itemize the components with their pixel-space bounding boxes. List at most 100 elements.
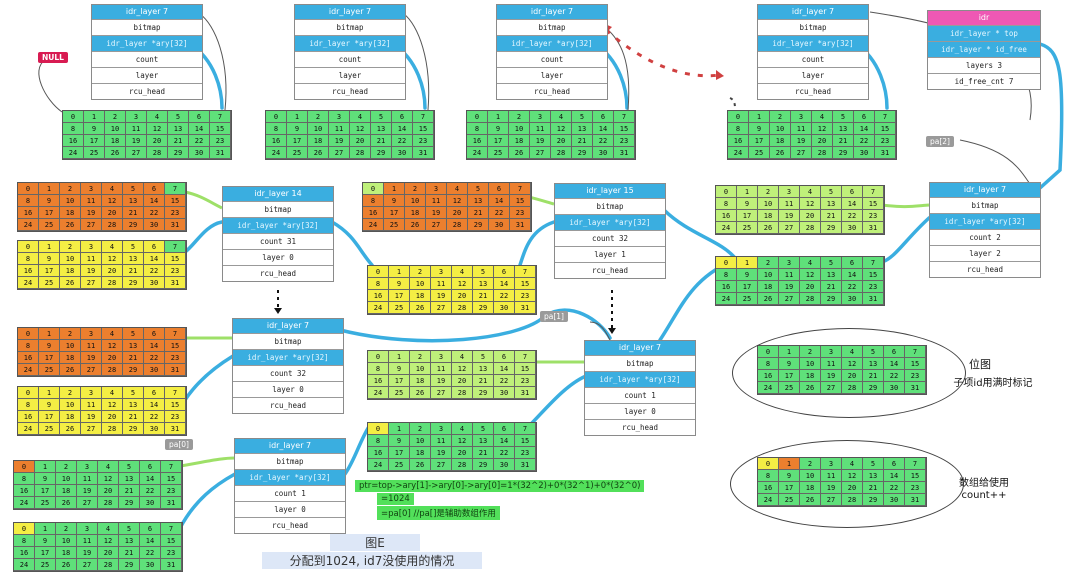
node-field: rcu_head bbox=[295, 83, 405, 99]
bitmap-cell: 26 bbox=[770, 147, 791, 159]
bitmap-cell: 11 bbox=[431, 363, 452, 375]
bitmap-cell: 24 bbox=[716, 293, 737, 305]
bitmap-cell: 31 bbox=[413, 147, 434, 159]
bitmap-cell: 27 bbox=[81, 219, 102, 231]
bitmap-cell: 4 bbox=[102, 183, 123, 195]
bitmap-cell: 2 bbox=[60, 328, 81, 340]
bitmap-cell: 27 bbox=[779, 222, 800, 234]
bitmap-cell: 0 bbox=[716, 257, 737, 269]
bitmap-cell: 0 bbox=[467, 111, 488, 123]
bitmap-cell: 9 bbox=[39, 195, 60, 207]
ary-link bbox=[528, 374, 588, 427]
bitmap-cell: 19 bbox=[77, 547, 98, 559]
bitmap-cell: 29 bbox=[833, 147, 854, 159]
bitmap-cell: 20 bbox=[800, 210, 821, 222]
bitmap-cell: 12 bbox=[102, 253, 123, 265]
node-header: idr_layer 7 bbox=[235, 439, 345, 453]
bitmap-cell: 21 bbox=[119, 547, 140, 559]
node-header: idr_layer 7 bbox=[233, 319, 343, 333]
bitmap-cell: 7 bbox=[165, 183, 186, 195]
node-field: count bbox=[92, 51, 202, 67]
bitmap-cell: 27 bbox=[329, 147, 350, 159]
bitmap-cell: 22 bbox=[489, 207, 510, 219]
bitmap-cell: 12 bbox=[447, 195, 468, 207]
bitmap-cell: 24 bbox=[14, 497, 35, 509]
bitmap-cell: 22 bbox=[144, 352, 165, 364]
bitmap-cell: 29 bbox=[123, 364, 144, 376]
bitmap-cell: 27 bbox=[426, 219, 447, 231]
bitmap-cell: 6 bbox=[854, 111, 875, 123]
bitmap-cell: 29 bbox=[473, 459, 494, 471]
legend-bitmap-ellipse bbox=[732, 328, 966, 418]
node-field: layer 0 bbox=[223, 249, 333, 265]
bitmap-cell: 28 bbox=[102, 364, 123, 376]
node-field: count 1 bbox=[585, 387, 695, 403]
bitmap-cell: 0 bbox=[363, 183, 384, 195]
bitmap-cell: 3 bbox=[81, 328, 102, 340]
bitmap-cell: 29 bbox=[119, 559, 140, 571]
bitmap-cell: 17 bbox=[749, 135, 770, 147]
bitmap-cell: 31 bbox=[165, 219, 186, 231]
bitmap-cell: 5 bbox=[123, 387, 144, 399]
bitmap-cell: 17 bbox=[737, 210, 758, 222]
bitmap-cell: 13 bbox=[468, 195, 489, 207]
ary-link bbox=[183, 354, 235, 402]
bitmap-cell: 12 bbox=[452, 363, 473, 375]
bitmap-cell: 11 bbox=[329, 123, 350, 135]
bitmap-cell: 17 bbox=[39, 207, 60, 219]
bitmap-cell: 18 bbox=[758, 210, 779, 222]
bitmap-cell: 2 bbox=[60, 241, 81, 253]
bitmap-cell: 2 bbox=[758, 257, 779, 269]
bitmap-cell: 8 bbox=[18, 253, 39, 265]
bitmap-cell: 15 bbox=[161, 535, 182, 547]
bitmap-cell: 0 bbox=[368, 266, 389, 278]
bitmap-cell: 18 bbox=[410, 447, 431, 459]
bitmap-cell: 5 bbox=[821, 186, 842, 198]
bitmap-cell: 22 bbox=[189, 135, 210, 147]
node-field: rcu_head bbox=[585, 419, 695, 435]
bitmap-cell: 19 bbox=[81, 352, 102, 364]
bitmap-cell: 2 bbox=[509, 111, 530, 123]
bitmap-cell: 7 bbox=[210, 111, 231, 123]
node-field: bitmap bbox=[233, 333, 343, 349]
bitmap-cell: 7 bbox=[510, 183, 531, 195]
bitmap-cell: 25 bbox=[39, 277, 60, 289]
bitmap-cell: 29 bbox=[371, 147, 392, 159]
bitmap-cell: 23 bbox=[515, 375, 536, 387]
bitmap-cell: 29 bbox=[168, 147, 189, 159]
bitmap-cell: 15 bbox=[510, 195, 531, 207]
ary-link bbox=[338, 308, 612, 343]
bitmap-cell: 29 bbox=[123, 277, 144, 289]
bitmap-cell: 0 bbox=[63, 111, 84, 123]
bitmap-cell: 12 bbox=[147, 123, 168, 135]
bitmap-cell: 10 bbox=[758, 269, 779, 281]
bitmap-cell: 2 bbox=[410, 351, 431, 363]
bitmap-cell: 14 bbox=[494, 363, 515, 375]
bitmap-cell: 18 bbox=[60, 411, 81, 423]
bitmap-cell: 6 bbox=[593, 111, 614, 123]
bitmap-cell: 30 bbox=[189, 147, 210, 159]
bitmap-cell: 8 bbox=[368, 278, 389, 290]
node-field: bitmap bbox=[295, 19, 405, 35]
bitmap-cell: 26 bbox=[509, 147, 530, 159]
bitmap-cell: 28 bbox=[812, 147, 833, 159]
bitmap-cell: 6 bbox=[392, 111, 413, 123]
bitmap-cell: 14 bbox=[392, 123, 413, 135]
bitmap-cell: 9 bbox=[389, 278, 410, 290]
bitmap-cell: 13 bbox=[123, 399, 144, 411]
node-field: count bbox=[497, 51, 607, 67]
bitmap-cell: 3 bbox=[431, 351, 452, 363]
bitmap-cell: 18 bbox=[405, 207, 426, 219]
bitmap-cell: 30 bbox=[144, 364, 165, 376]
bitmap-cell: 13 bbox=[119, 473, 140, 485]
bitmap-cell: 17 bbox=[84, 135, 105, 147]
bitmap-cell: 31 bbox=[161, 559, 182, 571]
bitmap-cell: 14 bbox=[144, 399, 165, 411]
bitmap-cell: 4 bbox=[812, 111, 833, 123]
bitmap-cell: 6 bbox=[144, 387, 165, 399]
node-field: idr_layer *ary[32] bbox=[233, 349, 343, 365]
bitmap-cell: 20 bbox=[98, 485, 119, 497]
